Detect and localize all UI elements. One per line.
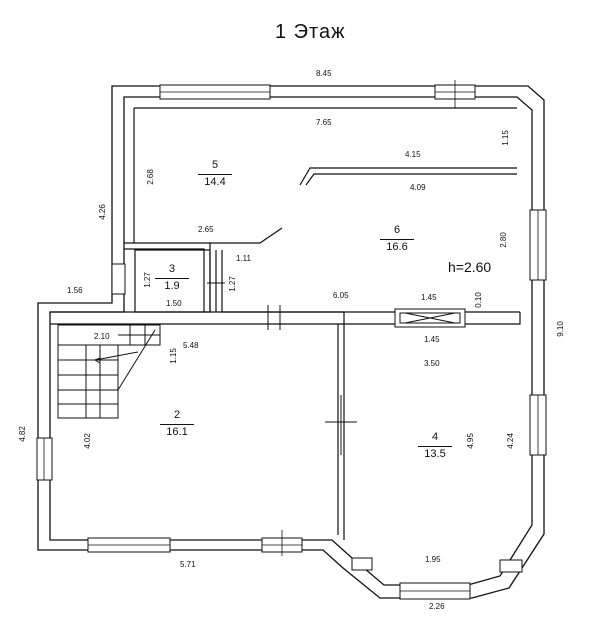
window-left-lower <box>36 437 53 481</box>
dim-1-27-left: 1.27 <box>142 272 152 288</box>
dim-4-15: 4.15 <box>405 150 421 159</box>
dim-1-95: 1.95 <box>425 555 441 564</box>
room-number-2: 2 <box>173 409 181 421</box>
dim-4-82: 4.82 <box>17 426 27 442</box>
partition-room4-bottom <box>210 227 283 244</box>
room-area-5: 16.6 <box>380 239 414 253</box>
dim-top-outer: 8.45 <box>316 69 332 78</box>
dim-2-65: 2.65 <box>198 225 214 234</box>
dim-2-80: 2.80 <box>498 232 508 248</box>
dim-4-26: 4.26 <box>97 204 107 220</box>
dim-1-15: 1.15 <box>500 130 510 146</box>
dim-1-11: 1.11 <box>236 254 251 263</box>
partition-corridor <box>50 311 521 540</box>
dim-2-68: 2.68 <box>145 169 155 185</box>
dim-1-15-stair: 1.15 <box>168 348 178 364</box>
room-number-6: 4 <box>431 431 439 443</box>
room-number-3: 3 <box>168 263 176 275</box>
dim-1-27-right: 1.27 <box>227 276 237 292</box>
room-area-4: 14.4 <box>198 174 232 188</box>
dim-3-50: 3.50 <box>424 359 440 368</box>
floor-title: 1 Этаж <box>275 21 346 43</box>
window-bay-left <box>351 557 373 571</box>
room-area-6: 13.5 <box>418 446 452 460</box>
dim-6-05: 6.05 <box>333 291 349 300</box>
dim-2-26: 2.26 <box>429 602 445 611</box>
room-area-2: 16.1 <box>160 424 194 438</box>
dim-4-24: 4.24 <box>505 433 515 449</box>
dim-4-02: 4.02 <box>82 433 92 449</box>
dim-top-inner: 7.65 <box>316 118 332 127</box>
dim-1-45-top: 1.45 <box>421 293 437 302</box>
exterior-wall-inner <box>49 96 533 586</box>
room-area-3: 1.9 <box>155 278 189 292</box>
partition-room5-top <box>299 167 517 186</box>
dim-5-48: 5.48 <box>183 341 199 350</box>
room-number-5: 6 <box>393 224 401 236</box>
window-bay-right <box>499 559 523 573</box>
room-number-4: 5 <box>211 159 219 171</box>
dim-5-71: 5.71 <box>180 560 196 569</box>
exterior-wall-outer <box>37 85 545 599</box>
ceiling-height-label: h=2.60 <box>448 259 492 275</box>
dim-1-50: 1.50 <box>166 299 182 308</box>
dim-1-45-bottom: 1.45 <box>424 335 440 344</box>
dim-4-09: 4.09 <box>410 183 426 192</box>
dim-4-95: 4.95 <box>465 433 475 449</box>
window-left-upper <box>111 263 126 295</box>
dim-9-10: 9.10 <box>555 321 565 337</box>
dim-2-10: 2.10 <box>94 332 110 341</box>
dim-0-10: 0.10 <box>473 292 483 308</box>
dim-1-56: 1.56 <box>67 286 83 295</box>
partition-room3-right <box>215 250 223 312</box>
